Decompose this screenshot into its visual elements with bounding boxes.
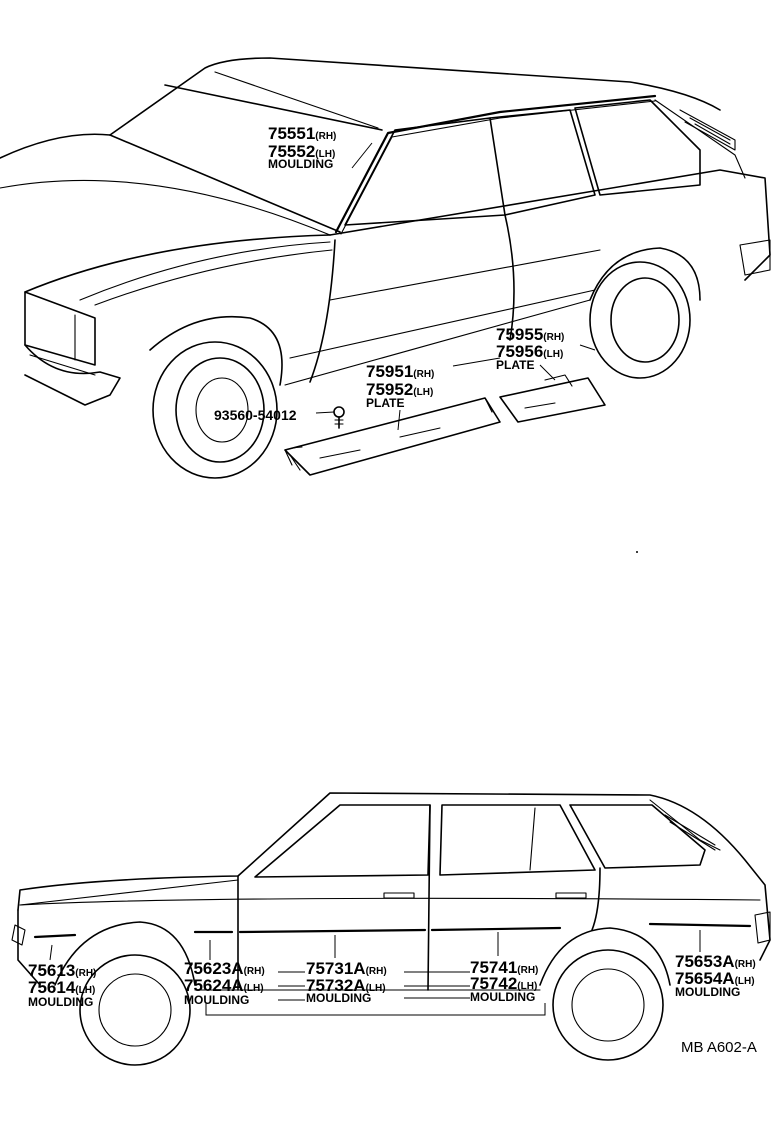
front-plate-callout: 75951(RH) 75952(LH) PLATE [366, 362, 434, 410]
part-number: 75956 [496, 342, 543, 361]
part-description: MOULDING [306, 991, 371, 1005]
svg-text:75951(RH): 75951(RH) [366, 362, 434, 381]
roof-moulding-callout: 75551(RH) 75552(LH) MOULDING [268, 124, 336, 171]
svg-text:75551(RH): 75551(RH) [268, 124, 336, 143]
side-code: (LH) [75, 985, 95, 996]
front-door-moulding-callout: 75731A(RH) 75732A(LH) MOULDING [306, 959, 387, 1005]
svg-text:75955(RH): 75955(RH) [496, 325, 564, 344]
side-code: (RH) [75, 968, 96, 979]
rear-plate-callout: 75955(RH) 75956(LH) PLATE [496, 325, 564, 372]
svg-text:75956(LH): 75956(LH) [496, 342, 563, 361]
svg-text:75731A(RH): 75731A(RH) [306, 959, 387, 978]
side-code: (RH) [366, 966, 387, 977]
side-code: (RH) [735, 959, 756, 970]
rear-door-moulding-callout: 75741(RH) 75742(LH) MOULDING [470, 958, 538, 1004]
svg-text:75624A(LH): 75624A(LH) [184, 976, 264, 995]
part-description: MOULDING [28, 995, 93, 1009]
quarter-moulding-strip [648, 922, 752, 928]
rear-door-moulding-strip [430, 926, 562, 932]
side-code: (LH) [517, 981, 537, 992]
roof-moulding-shape [334, 94, 657, 234]
svg-text:75654A(LH): 75654A(LH) [675, 969, 755, 988]
svg-text:75741(RH): 75741(RH) [470, 958, 538, 977]
svg-text:75952(LH): 75952(LH) [366, 380, 433, 399]
part-number: 75955 [496, 325, 543, 344]
part-number: 75552 [268, 142, 315, 161]
part-number: 75624A [184, 976, 244, 995]
part-number: 75653A [675, 952, 735, 971]
screw-icon [333, 406, 345, 429]
part-description: MOULDING [184, 993, 249, 1007]
reference-code: MB A602-A [681, 1039, 757, 1056]
side-code: (LH) [315, 149, 335, 160]
svg-text:75613(RH): 75613(RH) [28, 961, 96, 980]
front-door-moulding-strip [238, 928, 427, 934]
fender-moulding-strip [33, 933, 77, 939]
part-number: 75614 [28, 978, 76, 997]
side-code: (RH) [315, 131, 336, 142]
side-code: (LH) [735, 976, 755, 987]
svg-text:75653A(RH): 75653A(RH) [675, 952, 756, 971]
part-number: 75613 [28, 961, 75, 980]
side-code: (RH) [543, 332, 564, 343]
svg-text:75552(LH): 75552(LH) [268, 142, 335, 161]
side-code: (LH) [413, 387, 433, 398]
fender-moulding-callout: 75613(RH) 75614(LH) MOULDING [28, 961, 96, 1009]
car-perspective-drawing [0, 57, 771, 479]
front-scuff-plate-shape [284, 397, 501, 476]
side-code: (LH) [244, 983, 264, 994]
part-description: PLATE [496, 358, 534, 372]
svg-text:75623A(RH): 75623A(RH) [184, 959, 265, 978]
part-number: 75623A [184, 959, 244, 978]
side-code: (LH) [366, 983, 386, 994]
part-number: 75741 [470, 958, 517, 977]
rear-scuff-plate-shape [499, 374, 606, 423]
part-number: 75654A [675, 969, 735, 988]
svg-text:75742(LH): 75742(LH) [470, 974, 537, 993]
svg-text:75732A(LH): 75732A(LH) [306, 976, 386, 995]
quarter-moulding-callout: 75653A(RH) 75654A(LH) MOULDING [675, 952, 756, 999]
part-number: 75952 [366, 380, 413, 399]
part-description: PLATE [366, 396, 404, 410]
svg-text:75614(LH): 75614(LH) [28, 978, 95, 997]
car-side-profile-drawing [11, 792, 771, 1066]
part-description: MOULDING [470, 990, 535, 1004]
side-code: (LH) [543, 349, 563, 360]
part-number: 75732A [306, 976, 366, 995]
screw-part-number: 93560-54012 [214, 407, 297, 423]
part-number: 75951 [366, 362, 413, 381]
part-description: MOULDING [268, 157, 333, 171]
front-wheel-moulding-callout: 75623A(RH) 75624A(LH) MOULDING [184, 959, 265, 1007]
side-code: (RH) [244, 966, 265, 977]
side-code: (RH) [413, 369, 434, 380]
part-number: 75731A [306, 959, 366, 978]
part-description: MOULDING [675, 985, 740, 999]
part-number: 75742 [470, 974, 517, 993]
part-number: 75551 [268, 124, 315, 143]
side-code: (RH) [517, 965, 538, 976]
